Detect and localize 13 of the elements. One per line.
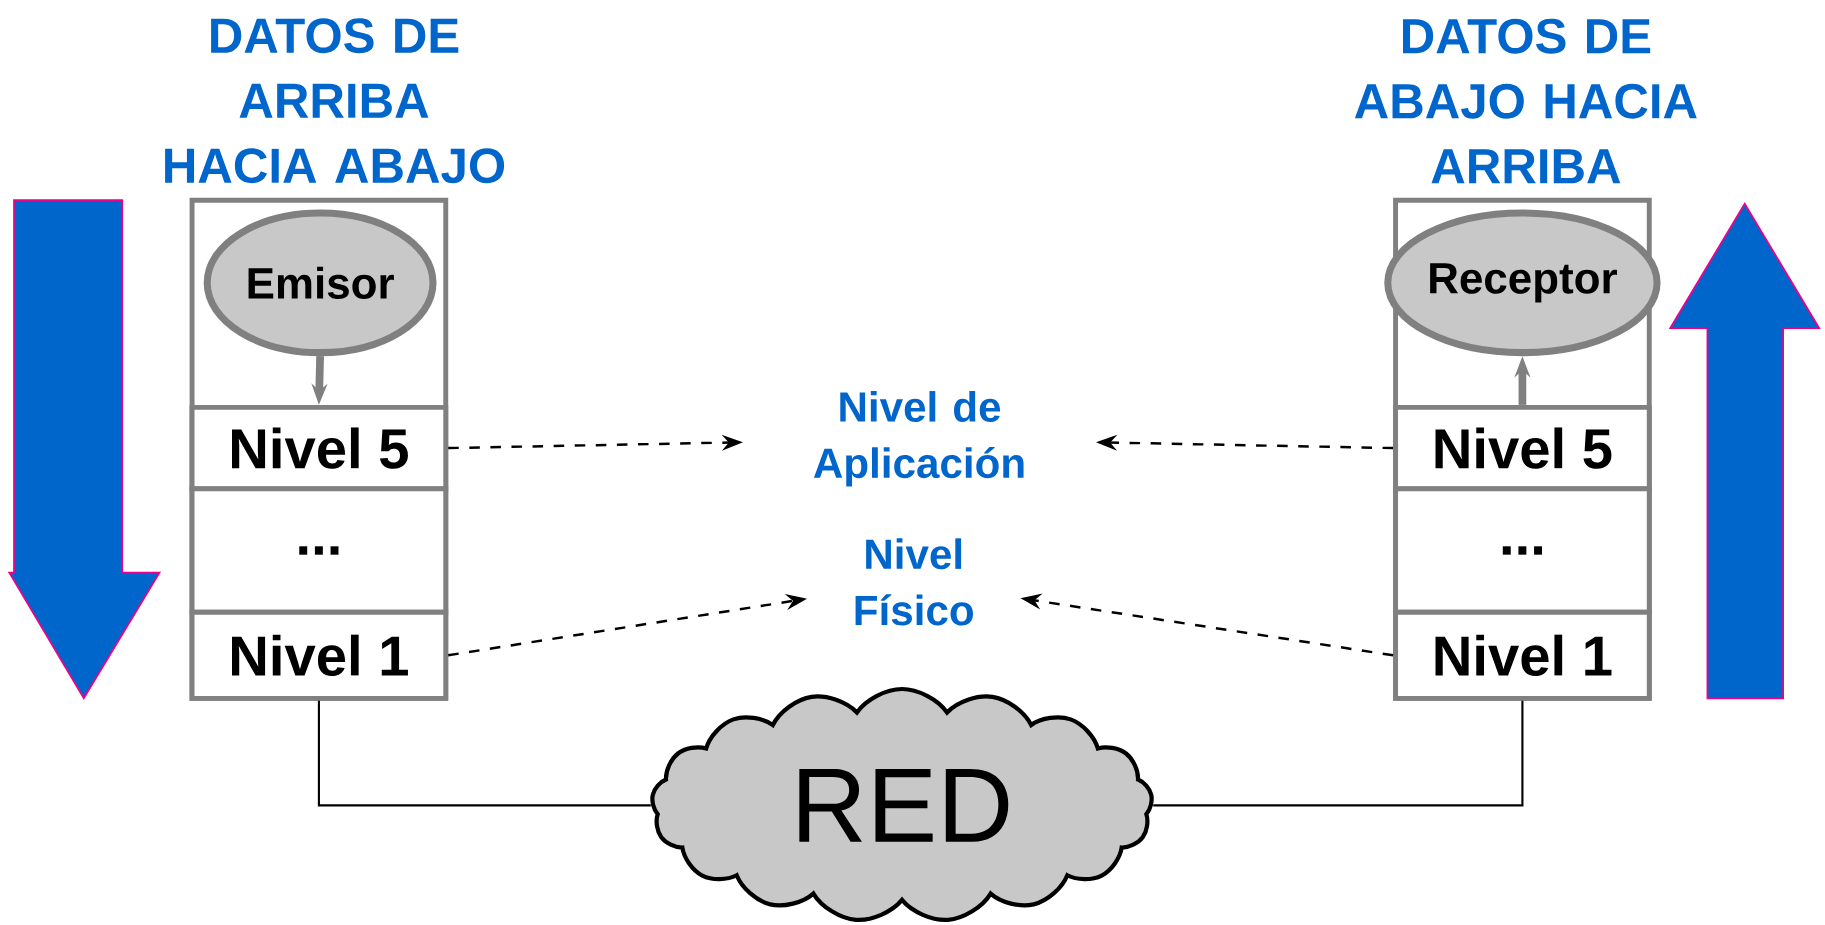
connector	[1153, 700, 1524, 807]
layer-cell: Nivel 1	[189, 609, 449, 701]
layer-cell: Nivel 5	[1393, 404, 1652, 492]
heading: DATOS DE ARRIBA HACIA ABAJO	[165, 18, 505, 184]
layer-label: Nivel Físico	[855, 538, 973, 626]
layer-cell: ...	[1393, 486, 1652, 615]
layer-cell: ...	[189, 486, 449, 615]
connector	[317, 700, 651, 807]
heading: DATOS DE ABAJO HACIA ARRIBA	[1354, 18, 1697, 184]
layer-cell: Nivel 1	[1393, 609, 1652, 701]
layer-cell: Nivel 5	[189, 404, 449, 492]
layer-label: Nivel de Aplicación	[813, 390, 1024, 487]
network-cloud: RED	[650, 686, 1154, 922]
